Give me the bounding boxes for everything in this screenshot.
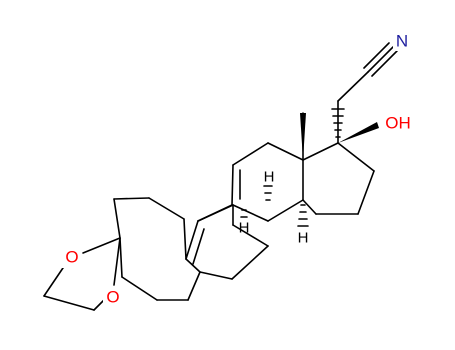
hashed-wedge-h8 bbox=[240, 209, 248, 218]
dx-2 bbox=[113, 237, 121, 286]
bond-a9 bbox=[113, 198, 121, 239]
h-c14-label: H bbox=[298, 230, 309, 247]
dx-1 bbox=[82, 237, 121, 254]
ketal-oxygen-lower-label: O bbox=[106, 288, 119, 307]
bond-b6 bbox=[199, 271, 233, 280]
triple-line-3 bbox=[371, 50, 398, 77]
label-bg-oh bbox=[382, 112, 414, 134]
label-bg-o2 bbox=[103, 286, 123, 308]
bond-d1 bbox=[302, 142, 339, 161]
bond-b1 bbox=[185, 220, 199, 260]
h-c9-label: H bbox=[264, 169, 275, 186]
dx-3 bbox=[43, 264, 66, 297]
wedge-methyl bbox=[300, 113, 306, 160]
h-c8-label: H bbox=[239, 220, 250, 237]
bond-a7 bbox=[121, 276, 158, 301]
label-bg-o1 bbox=[62, 246, 82, 268]
hashed-wedge-ch2 bbox=[331, 108, 345, 138]
dx-4 bbox=[43, 295, 95, 311]
bond-d3 bbox=[357, 170, 375, 215]
bond-c7 bbox=[232, 204, 269, 222]
bond-a4 bbox=[185, 258, 201, 273]
bond-a5 bbox=[187, 271, 201, 301]
bond-c3 bbox=[232, 142, 269, 166]
bond-d5 bbox=[302, 199, 317, 215]
hashed-wedge-h14 bbox=[297, 204, 309, 227]
bond-c1 bbox=[197, 204, 233, 222]
bond-d2 bbox=[337, 142, 375, 172]
bond-b-double-inner bbox=[192, 228, 205, 265]
bond-a1 bbox=[113, 197, 150, 200]
wedge-hydroxyl bbox=[338, 122, 379, 143]
bond-a2 bbox=[148, 197, 185, 220]
bond-b4 bbox=[232, 224, 269, 247]
bond-to-cn bbox=[337, 71, 369, 102]
dx-5 bbox=[93, 299, 105, 311]
bond-c2 bbox=[231, 164, 234, 206]
triple-line-1 bbox=[367, 46, 394, 73]
nitrogen-label: N bbox=[396, 32, 408, 51]
atom-labels: N OH O O H H H bbox=[62, 31, 414, 308]
bond-a3 bbox=[183, 218, 187, 260]
dioxolane-ring bbox=[43, 237, 121, 311]
bond-skeleton bbox=[113, 71, 375, 301]
ketal-oxygen-upper-label: O bbox=[65, 248, 78, 267]
bond-a8 bbox=[119, 237, 123, 278]
bond-b5 bbox=[231, 245, 269, 280]
nitrile-triple-bond bbox=[363, 42, 398, 77]
hashed-wedge-h9 bbox=[263, 185, 273, 201]
bond-c4 bbox=[267, 142, 304, 161]
bond-c6 bbox=[267, 199, 304, 222]
label-bg-n bbox=[393, 31, 411, 51]
hydroxyl-label: OH bbox=[385, 114, 411, 133]
triple-line-2 bbox=[363, 42, 390, 69]
